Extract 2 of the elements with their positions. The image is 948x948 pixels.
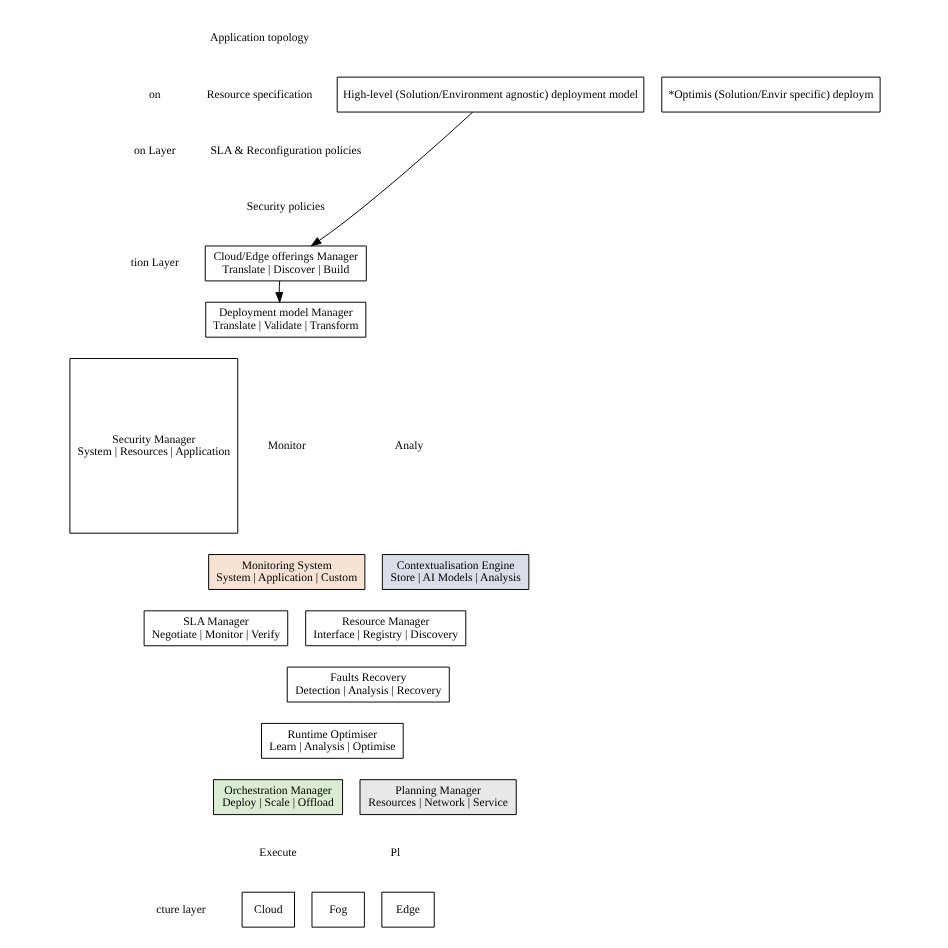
arrow [274, 280, 283, 303]
arrow [309, 111, 473, 247]
